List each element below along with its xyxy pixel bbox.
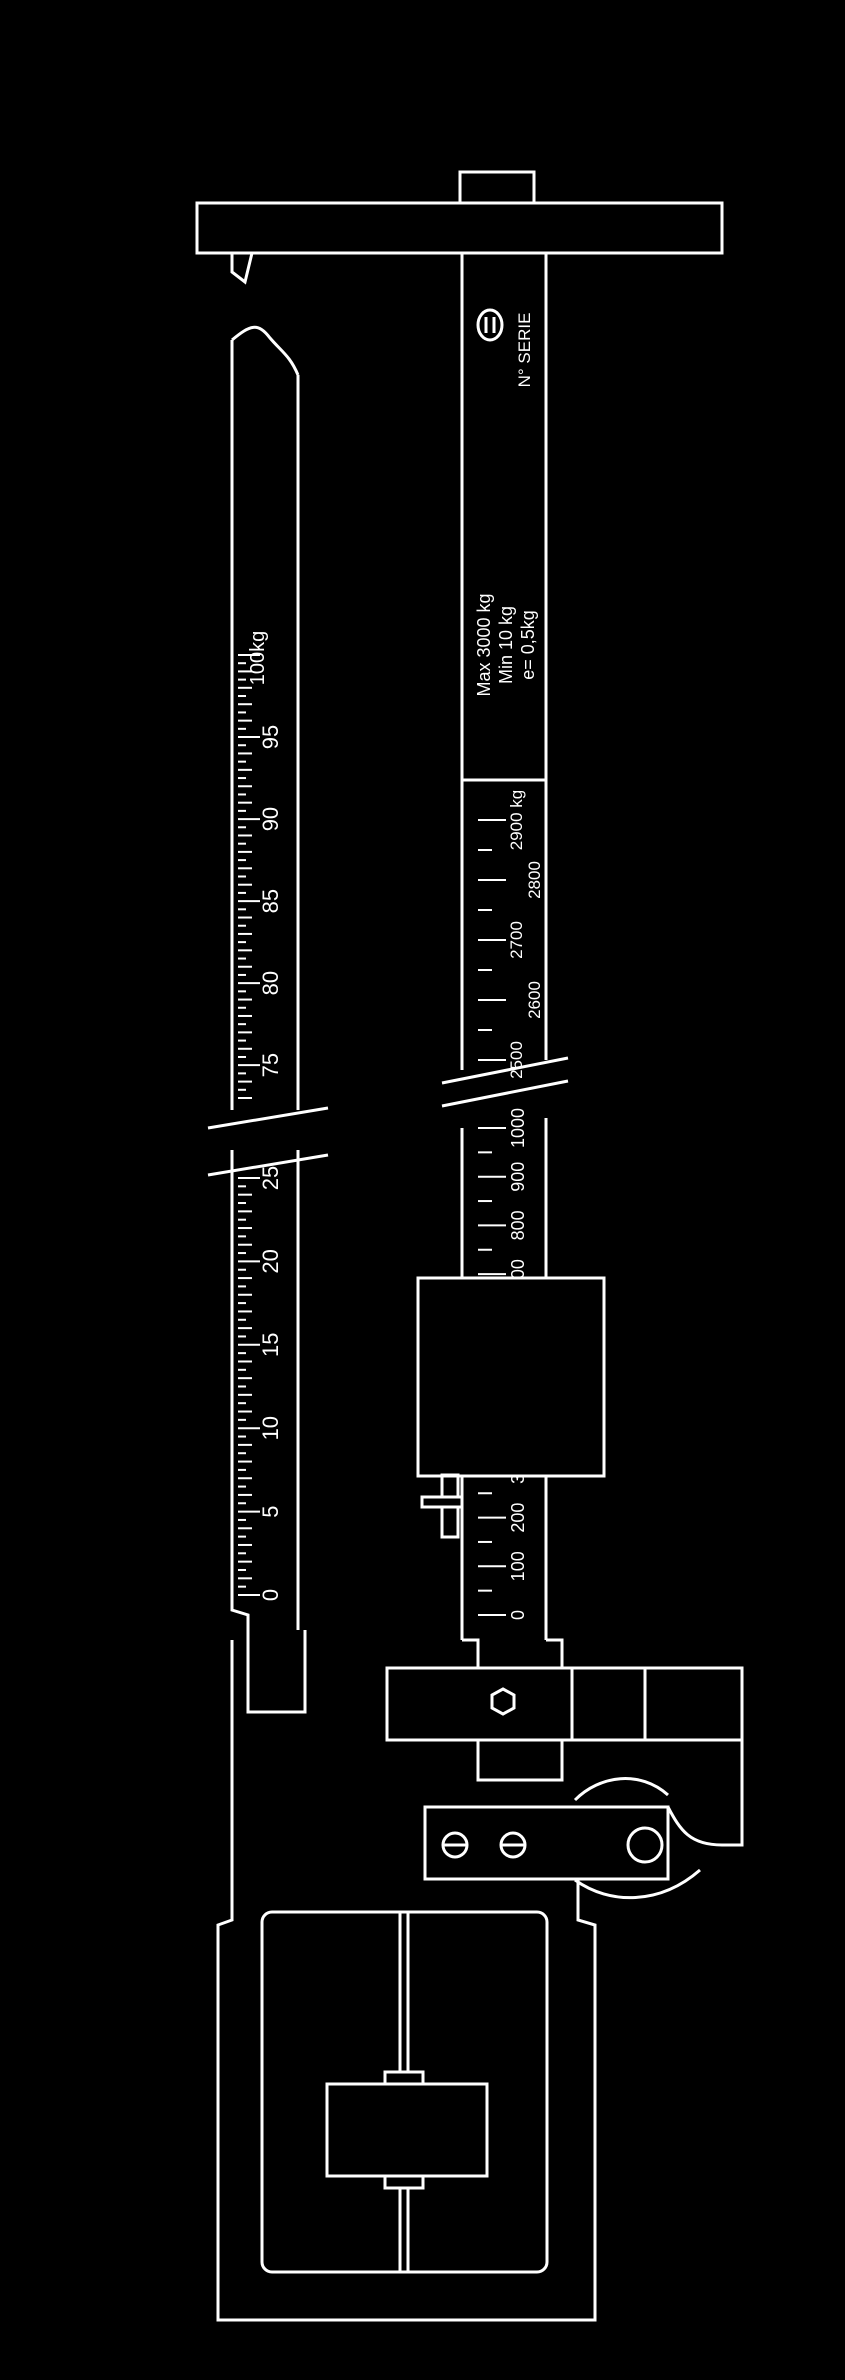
break-mark: [207, 1153, 329, 1177]
plate-line-e: e= 0,5kg: [518, 610, 538, 680]
main-scale-label: 0: [508, 1610, 528, 1620]
link-plate: [423, 1777, 723, 1900]
fine-scale-label: 15: [258, 1333, 283, 1357]
serial-number-label: N° SERIE: [515, 313, 534, 388]
screw-icon: [499, 1831, 527, 1859]
fine-scale-label: 90: [258, 807, 283, 831]
spec-plate: Max 3000 kg Min 10 kg e= 0,5kg N° SERIE: [474, 308, 538, 697]
break-mark: [441, 1056, 569, 1085]
pivot-housing: [385, 1666, 744, 1847]
end-cap: [195, 170, 724, 285]
main-scale-label: 1000: [508, 1108, 528, 1148]
main-beam: [441, 235, 569, 1782]
main-scale-label: 200: [508, 1503, 528, 1533]
fine-scale-label: 5: [258, 1505, 283, 1517]
fine-scale-ticks-lower: [238, 1177, 260, 1596]
break-mark: [207, 1106, 329, 1130]
fine-scale-label: 20: [258, 1249, 283, 1273]
main-scale: 01002003004005006007008009001000 2500260…: [478, 790, 544, 1620]
fine-scale-ticks-upper: [238, 654, 260, 1099]
main-scale-label: 2600: [525, 981, 544, 1019]
plate-line-min: Min 10 kg: [496, 606, 516, 684]
screw-icon: [441, 1831, 469, 1859]
break-mark: [441, 1079, 569, 1108]
counterweight: [325, 2082, 489, 2178]
pivot-pin-icon: [626, 1826, 664, 1864]
plate-line-max: Max 3000 kg: [474, 593, 494, 696]
fine-scale-label: 75: [258, 1053, 283, 1077]
fine-scale-bar: 0 5 10 15 20 25 75 80 85 90 95 100kg: [207, 325, 329, 1714]
fine-scale-label: 10: [258, 1416, 283, 1440]
hex-nut-icon: [490, 1687, 516, 1716]
approval-mark-icon: [476, 308, 504, 342]
fine-scale-unit-label: 100kg: [247, 631, 269, 686]
main-scale-ticks-upper: [478, 819, 506, 1061]
base-housing: [216, 1640, 597, 2322]
main-scale-label: 800: [508, 1210, 528, 1240]
fine-scale-label: 25: [258, 1166, 283, 1190]
main-scale-label: 2700: [507, 921, 526, 959]
fine-scale-label: 85: [258, 889, 283, 913]
main-scale-label: 2500: [507, 1041, 526, 1079]
fine-scale-label: 0: [258, 1589, 283, 1601]
main-scale-label: 2800: [525, 861, 544, 899]
fine-scale-label: 95: [258, 725, 283, 749]
main-scale-label: 900: [508, 1162, 528, 1192]
fine-scale-label: 80: [258, 971, 283, 995]
main-scale-label: 100: [508, 1551, 528, 1581]
main-scale-label: 2900 kg: [507, 790, 526, 851]
sliding-poise[interactable]: [416, 1276, 606, 1539]
